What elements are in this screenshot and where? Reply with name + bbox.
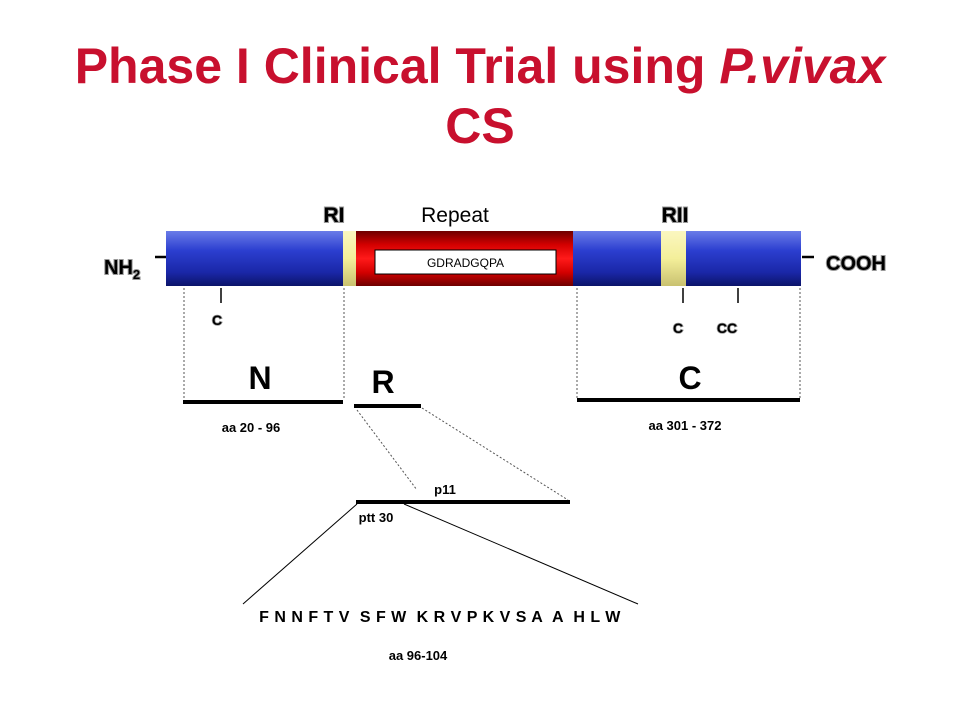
seq-expand-right — [403, 503, 639, 605]
seq-expand-left — [242, 503, 358, 605]
r-expand-left — [356, 409, 418, 491]
c-terminus-label: COOH — [826, 253, 886, 275]
slide-title: Phase I Clinical Trial using P.vivax CS — [0, 36, 960, 156]
peptide-range: aa 96-104 — [389, 648, 448, 663]
r-expand-right — [421, 407, 569, 501]
fragment-c-range: aa 301 - 372 — [648, 418, 721, 433]
cysteine-label-n: C — [212, 312, 222, 328]
repeat-sequence-text: GDRADGQPA — [427, 256, 504, 270]
cysteine-label-c2: CC — [717, 320, 737, 336]
fragment-n-label: N — [248, 360, 271, 396]
n-terminus-subscript: 2 — [133, 267, 140, 282]
peptide-sequence: F N N F T V S F W K R V P K V S A A H L … — [259, 609, 621, 626]
n-terminus-text: NH — [104, 257, 133, 279]
title-italic: P.vivax — [719, 38, 886, 94]
peptide-p11-label: p11 — [434, 482, 456, 497]
region-ii-label: RII — [662, 204, 689, 227]
fragment-c-label: C — [678, 360, 701, 396]
fragment-r-label: R — [371, 364, 394, 400]
cysteine-label-c1: C — [673, 320, 683, 336]
region-ii-block — [661, 231, 686, 286]
fragment-n-range: aa 20 - 96 — [222, 420, 281, 435]
repeat-label: Repeat — [421, 204, 489, 227]
n-terminus-label: NH2 — [104, 257, 140, 282]
title-prefix: Phase I Clinical Trial using — [74, 38, 720, 94]
region-i-label: RI — [324, 204, 345, 227]
peptide-ptt30-label: ptt 30 — [359, 510, 394, 525]
repeat-sequence-box — [374, 249, 557, 275]
title-line2: CS — [445, 98, 515, 154]
region-i-block — [343, 231, 356, 286]
